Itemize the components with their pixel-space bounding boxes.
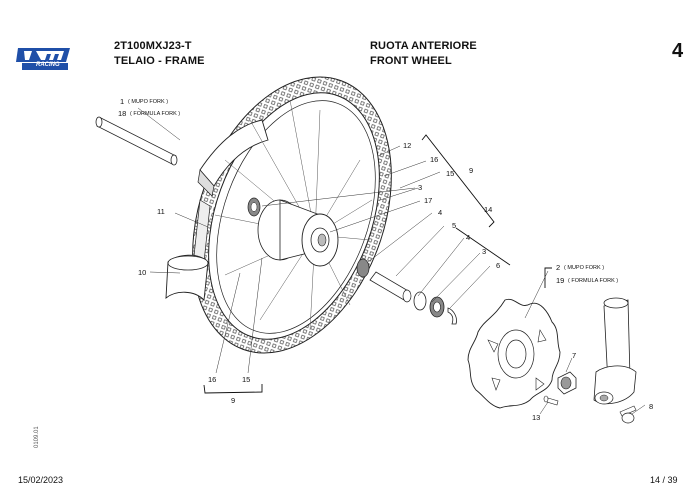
svg-text:9: 9 [469, 166, 473, 175]
svg-text:5: 5 [452, 221, 456, 230]
footer-date: 15/02/2023 [18, 475, 64, 485]
bolt-part [619, 405, 637, 424]
section-number: 4 [672, 40, 684, 62]
svg-text:15: 15 [446, 169, 454, 178]
svg-text:6: 6 [496, 261, 500, 270]
brake-disc-part [467, 298, 561, 409]
spacer-part [356, 258, 457, 325]
svg-text:( MUPO FORK ): ( MUPO FORK ) [128, 99, 168, 105]
svg-text:2: 2 [556, 263, 560, 272]
bracket-lines [203, 134, 552, 394]
axle-part [95, 116, 178, 166]
svg-text:10: 10 [138, 268, 146, 277]
hub-part [257, 199, 339, 267]
fork-leg-part [593, 297, 637, 405]
svg-text:1: 1 [120, 97, 124, 106]
svg-text:16: 16 [430, 155, 438, 164]
model-code: 2T100MXJ23-T [114, 40, 192, 52]
svg-text:( FORMULA FORK ): ( FORMULA FORK ) [130, 111, 180, 117]
leader-lines [137, 107, 646, 415]
page-title-en: FRONT WHEEL [370, 55, 452, 67]
svg-text:16: 16 [208, 375, 216, 384]
svg-text:8: 8 [649, 402, 653, 411]
svg-text:7: 7 [572, 351, 576, 360]
svg-text:19: 19 [556, 276, 564, 285]
group-title: TELAIO - FRAME [114, 55, 205, 67]
svg-text:18: 18 [118, 109, 126, 118]
svg-text:15: 15 [242, 375, 250, 384]
svg-text:13: 13 [532, 413, 540, 422]
svg-text:( FORMULA FORK ): ( FORMULA FORK ) [568, 278, 618, 284]
nut-part [557, 371, 577, 395]
footer-page: 14 / 39 [650, 475, 678, 485]
svg-text:( MUPO FORK ): ( MUPO FORK ) [564, 265, 604, 271]
callouts: 1 ( MUPO FORK ) 18 ( FORMULA FORK ) 11 1… [118, 97, 653, 422]
svg-text:3: 3 [418, 183, 422, 192]
svg-text:9: 9 [231, 396, 235, 405]
page-title-it: RUOTA ANTERIORE [370, 40, 477, 52]
tm-logo-icon [16, 48, 70, 70]
rim-band-part [165, 254, 209, 301]
svg-text:4: 4 [466, 233, 470, 242]
svg-text:17: 17 [424, 196, 432, 205]
svg-text:14: 14 [484, 205, 492, 214]
svg-text:11: 11 [157, 207, 165, 216]
svg-text:4: 4 [438, 208, 442, 217]
brand-logo: RACING [14, 42, 72, 74]
logo-subtext: RACING [36, 62, 60, 68]
side-code: 0109.01 [34, 426, 40, 448]
svg-text:12: 12 [403, 141, 411, 150]
bearing-part [247, 197, 261, 217]
svg-text:3: 3 [482, 247, 486, 256]
screw-part [543, 395, 559, 406]
